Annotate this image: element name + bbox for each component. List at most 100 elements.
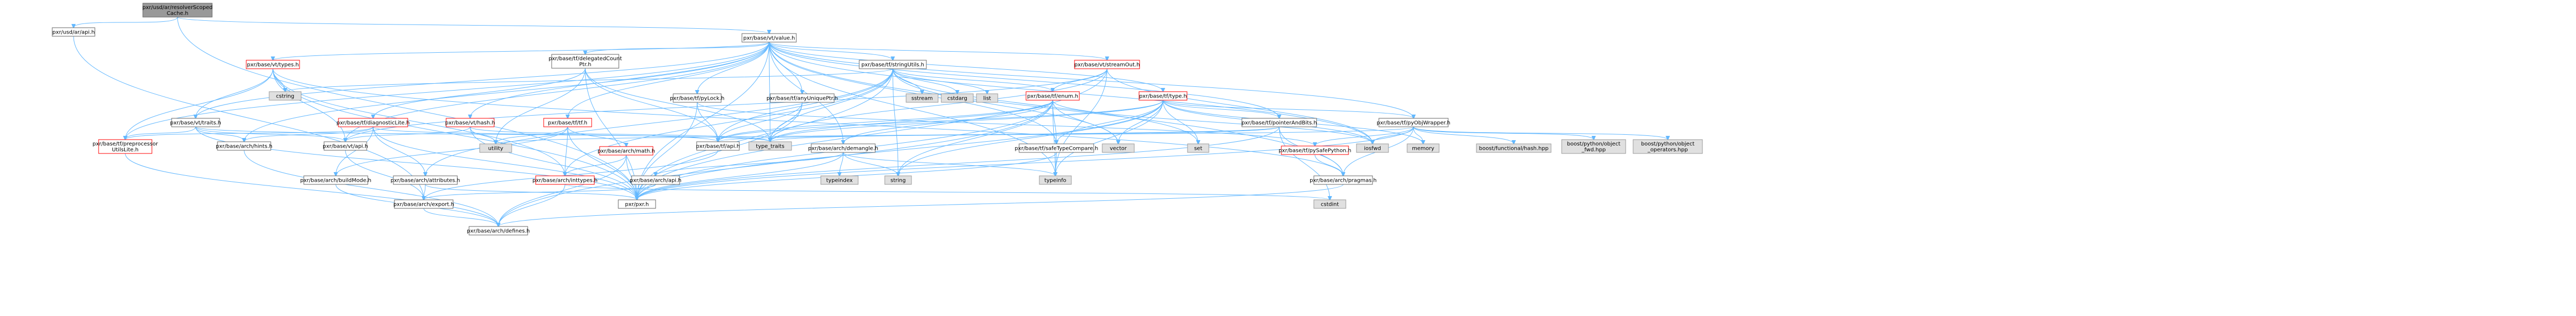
node-vt-traits[interactable]: pxr/base/vt/traits.h (170, 118, 221, 127)
edge-tf-type-to-set (1162, 100, 1198, 144)
node-label: pxr/base/arch/pragmas.h (1310, 178, 1377, 184)
edge-tf-type-to-tf-pointerandbits (1162, 100, 1279, 118)
node-tf-diagnosticlite[interactable]: pxr/base/tf/diagnosticLite.h (336, 118, 410, 127)
edge-tf-pylock-to-tf-pysafepython (697, 102, 1315, 146)
node-vt-api[interactable]: pxr/base/vt/api.h (323, 141, 368, 151)
edge-tf-pysafepython-to-arch-pragmas (1314, 154, 1343, 176)
edge-tf-enum-to-string (898, 100, 1053, 176)
node-arch-demangle[interactable]: pxr/base/arch/demangle.h (808, 143, 878, 153)
edge-vt-value-to-tf-stringutils (769, 42, 893, 60)
edge-vt-value-to-vt-hash (470, 42, 770, 118)
node-boost-python-object-operators[interactable]: boost/python/object_operators.hpp (1633, 139, 1703, 154)
node-box (1102, 143, 1135, 153)
node-sstream[interactable]: sstream (906, 93, 939, 103)
node-tf-enum[interactable]: pxr/base/tf/enum.h (1025, 91, 1080, 101)
node-box (631, 175, 680, 185)
node-box (1241, 118, 1317, 127)
node-box (599, 146, 653, 156)
node-set[interactable]: set (1187, 143, 1209, 153)
edge-tf-delegated-to-utility (496, 68, 586, 144)
node-list[interactable]: list (976, 93, 998, 103)
node-pxr[interactable]: pxr/pxr.h (618, 199, 656, 209)
edge-tf-enum-to-vector (1052, 100, 1118, 144)
node-tf-pyobjwrapper[interactable]: pxr/base/tf/pyObjWrapper.h (1377, 118, 1450, 127)
node-vt-types[interactable]: pxr/base/vt/types.h (246, 60, 300, 69)
node-box (1378, 118, 1449, 127)
node-box (246, 60, 300, 69)
node-arch-buildmode[interactable]: pxr/base/arch/buildMode.h (300, 175, 372, 185)
node-label: pxr/base/tf/enum.h (1027, 94, 1078, 100)
node-arch-pragmas[interactable]: pxr/base/arch/pragmas.h (1310, 175, 1377, 185)
node-usd-ar-api[interactable]: pxr/usd/ar/api.h (52, 27, 95, 37)
node-label: pxr/usd/ar/api.h (52, 30, 94, 36)
node-box (393, 175, 458, 185)
node-arch-attributes[interactable]: pxr/base/arch/attributes.h (391, 175, 461, 185)
node-label: pxr/usd/ar/resolverScoped (142, 5, 213, 11)
edge-vt-value-to-vt-traits (196, 42, 770, 118)
node-typeinfo[interactable]: typeinfo (1039, 175, 1072, 185)
node-utility[interactable]: utility (479, 143, 512, 153)
node-tf-api[interactable]: pxr/base/tf/api.h (696, 141, 740, 151)
node-tf-pysafepython[interactable]: pxr/base/tf/pySafePython.h (1279, 145, 1351, 155)
node-label: pxr/base/vt/traits.h (170, 120, 221, 126)
node-tf-tf[interactable]: pxr/base/tf/tf.h (543, 118, 592, 127)
edge-vt-traits-to-type-traits (195, 126, 770, 142)
node-typeindex[interactable]: typeindex (820, 175, 859, 185)
edge-tf-tf-to-arch-inttypes (565, 126, 568, 176)
node-cstdarg[interactable]: cstdarg (941, 93, 974, 103)
node-tf-type[interactable]: pxr/base/tf/type.h (1138, 91, 1188, 101)
node-vt-streamout[interactable]: pxr/base/vt/streamOut.h (1074, 60, 1140, 69)
edge-vt-value-to-tf-pylock (697, 42, 770, 94)
node-box (1281, 145, 1349, 155)
edge-vt-value-to-tf-pyobjwrapper (769, 42, 1414, 118)
edge-vt-value-to-pxr (637, 42, 770, 200)
node-arch-defines[interactable]: pxr/base/arch/defines.h (467, 226, 530, 236)
edge-tf-type-to-tf-safetypecompare (1056, 100, 1164, 144)
edge-root-to-vt-value (177, 17, 769, 34)
node-cstdint[interactable]: cstdint (1313, 199, 1346, 209)
node-iosfwd[interactable]: iosfwd (1356, 143, 1389, 153)
edge-vt-value-to-vt-streamout (769, 42, 1107, 60)
edge-vt-hash-to-pxr (470, 126, 637, 200)
node-arch-hints[interactable]: pxr/base/arch/hints.h (216, 141, 272, 151)
node-type-traits[interactable]: type_traits (748, 141, 792, 151)
edge-tf-enum-to-iosfwd (1052, 100, 1372, 144)
node-vt-hash[interactable]: pxr/base/vt/hash.h (445, 118, 495, 127)
node-string[interactable]: string (884, 175, 912, 185)
node-arch-export[interactable]: pxr/base/arch/export.h (393, 199, 454, 209)
node-boost-functional-hash[interactable]: boost/functional/hash.hpp (1476, 143, 1552, 153)
edge-vt-value-to-tf-preprocessorutilslite (125, 42, 770, 140)
node-boost-python-object-fwd[interactable]: boost/python/object_fwd.hpp (1561, 139, 1626, 154)
node-tf-anyuniqueptr[interactable]: pxr/base/tf/anyUniquePtr.h (766, 93, 838, 103)
node-vt-value[interactable]: pxr/base/vt/value.h (741, 33, 797, 43)
node-tf-stringutils[interactable]: pxr/base/tf/stringUtils.h (859, 60, 927, 69)
node-arch-inttypes[interactable]: pxr/base/arch/inttypes.h (532, 175, 597, 185)
node-tf-safetypecompare[interactable]: pxr/base/tf/safeTypeCompare.h (1015, 143, 1099, 153)
node-arch-api[interactable]: pxr/base/arch/api.h (630, 175, 682, 185)
node-box (98, 139, 152, 154)
edge-tf-diagnosticlite-to-tf-api (373, 126, 718, 142)
edge-tf-pylock-to-tf-api (697, 102, 718, 142)
node-tf-pointerandbits[interactable]: pxr/base/tf/pointerAndBits.h (1241, 118, 1317, 127)
edge-tf-diagnosticlite-to-pxr (373, 126, 637, 200)
node-box (446, 118, 495, 127)
node-tf-pylock[interactable]: pxr/base/tf/pyLock.h (670, 93, 724, 103)
edge-tf-tf-to-pxr (567, 126, 637, 200)
edge-tf-stringutils-to-tf-enum (892, 68, 1053, 92)
node-vector[interactable]: vector (1102, 143, 1135, 153)
node-box (618, 199, 656, 209)
node-cstring[interactable]: cstring (269, 91, 302, 101)
edge-arch-inttypes-to-arch-defines (498, 184, 566, 226)
node-label: pxr/base/tf/pyObjWrapper.h (1377, 120, 1450, 126)
node-memory[interactable]: memory (1407, 143, 1440, 153)
edge-vt-value-to-vt-types (273, 42, 770, 60)
node-label: type_traits (756, 144, 784, 150)
edge-vt-streamout-to-vt-api (345, 68, 1108, 142)
edge-tf-pointerandbits-to-cstdint (1279, 126, 1330, 200)
edge-arch-hints-to-arch-defines (244, 150, 498, 226)
node-arch-math[interactable]: pxr/base/arch/math.h (597, 146, 655, 156)
edge-tf-delegated-to-tf-api (585, 68, 718, 142)
